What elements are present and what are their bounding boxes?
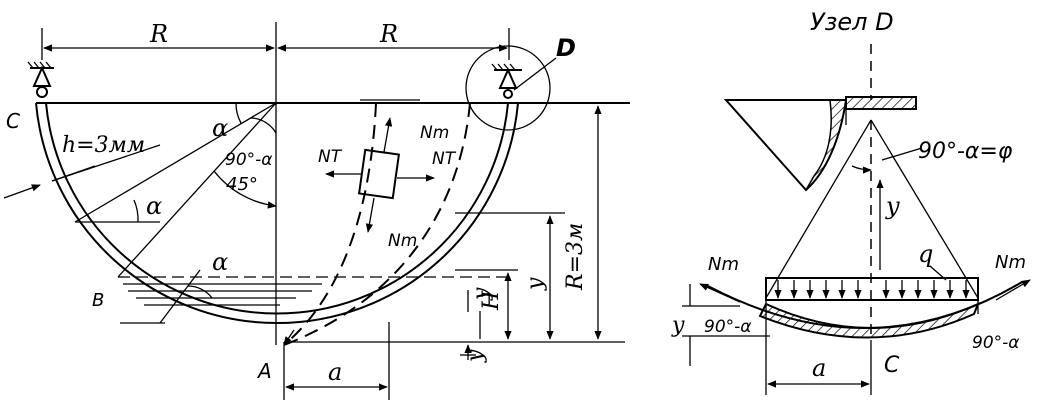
label-90-alpha-left: 90°-α	[704, 317, 751, 337]
label-alpha-top: α	[212, 114, 228, 142]
label-y-right: y	[523, 277, 548, 291]
shell-outer	[35, 102, 519, 325]
element-square	[357, 148, 401, 200]
right-figure: Узел D y 90°-α=φ	[671, 8, 1031, 395]
force-triangle-right	[870, 119, 979, 299]
dashed-meridian-1	[283, 102, 377, 346]
node-D-circle	[465, 45, 551, 131]
label-y-left: y	[671, 313, 685, 338]
label-thickness: h=3мм	[62, 133, 145, 158]
arc-alpha-top	[235, 102, 242, 124]
label-45: 45°	[226, 174, 258, 195]
label-y-small: y	[463, 349, 488, 363]
label-Nm-top: Nm	[420, 123, 449, 143]
thickness-leader	[51, 144, 161, 182]
label-90-alpha-right: 90°-α	[972, 333, 1019, 353]
label-y: y	[885, 192, 900, 220]
load-q-arrows	[774, 280, 970, 299]
dashed-meridian-2	[283, 102, 471, 346]
arc-phi	[851, 165, 872, 174]
label-Nm-bottom: Nm	[388, 231, 417, 251]
label-C-right: C	[884, 353, 900, 378]
node-plate	[845, 96, 917, 110]
label-alpha-mid: α	[146, 192, 162, 220]
label-B: B	[92, 290, 104, 311]
arc-45	[213, 170, 277, 209]
arc-alpha-mid	[133, 199, 139, 223]
label-A: A	[256, 359, 272, 383]
thickness-arrow-in	[3, 184, 41, 199]
radius-to-B	[117, 102, 277, 278]
label-90-alpha: 90°-α	[225, 150, 272, 170]
label-Nm-right: Nm	[995, 252, 1026, 273]
force-Nm-left	[699, 283, 741, 303]
phi-leader	[881, 147, 923, 161]
label-R-right: R	[379, 20, 398, 48]
support-C	[27, 61, 54, 98]
label-D: D	[556, 34, 576, 62]
node-weld-hatch	[805, 99, 847, 191]
label-Nm-left: Nm	[708, 254, 739, 275]
label-a-right: a	[812, 354, 826, 382]
arc-90-alpha	[250, 117, 277, 134]
left-figure: R R D C h=3мм	[3, 20, 630, 400]
label-phi: 90°-α=φ	[918, 139, 1013, 164]
force-Nm-down	[365, 197, 375, 233]
label-C: C	[6, 109, 20, 133]
label-NT-left: NT	[318, 147, 343, 167]
force-Nm-up	[383, 117, 393, 153]
arc-alpha-low	[187, 285, 213, 299]
label-q: q	[918, 240, 933, 268]
normal-at-B	[159, 269, 201, 324]
label-y-mid: y	[469, 287, 494, 301]
label-a: a	[328, 358, 342, 386]
label-NT-right: NT	[432, 149, 457, 169]
label-R-3m: R=3м	[563, 223, 588, 291]
load-q-box	[765, 277, 979, 301]
radius-to-alpha	[74, 102, 277, 223]
node-title: Узел D	[810, 8, 894, 36]
label-H: H	[479, 290, 504, 311]
q-leader	[929, 265, 947, 281]
segment-hatch	[758, 302, 980, 339]
force-Nm-right	[995, 279, 1031, 301]
shell-inner	[45, 102, 509, 315]
force-triangle-left	[765, 119, 872, 299]
support-D	[465, 45, 557, 131]
leader-D	[513, 57, 557, 91]
label-R-left: R	[149, 20, 168, 48]
label-alpha-low: α	[212, 248, 228, 276]
